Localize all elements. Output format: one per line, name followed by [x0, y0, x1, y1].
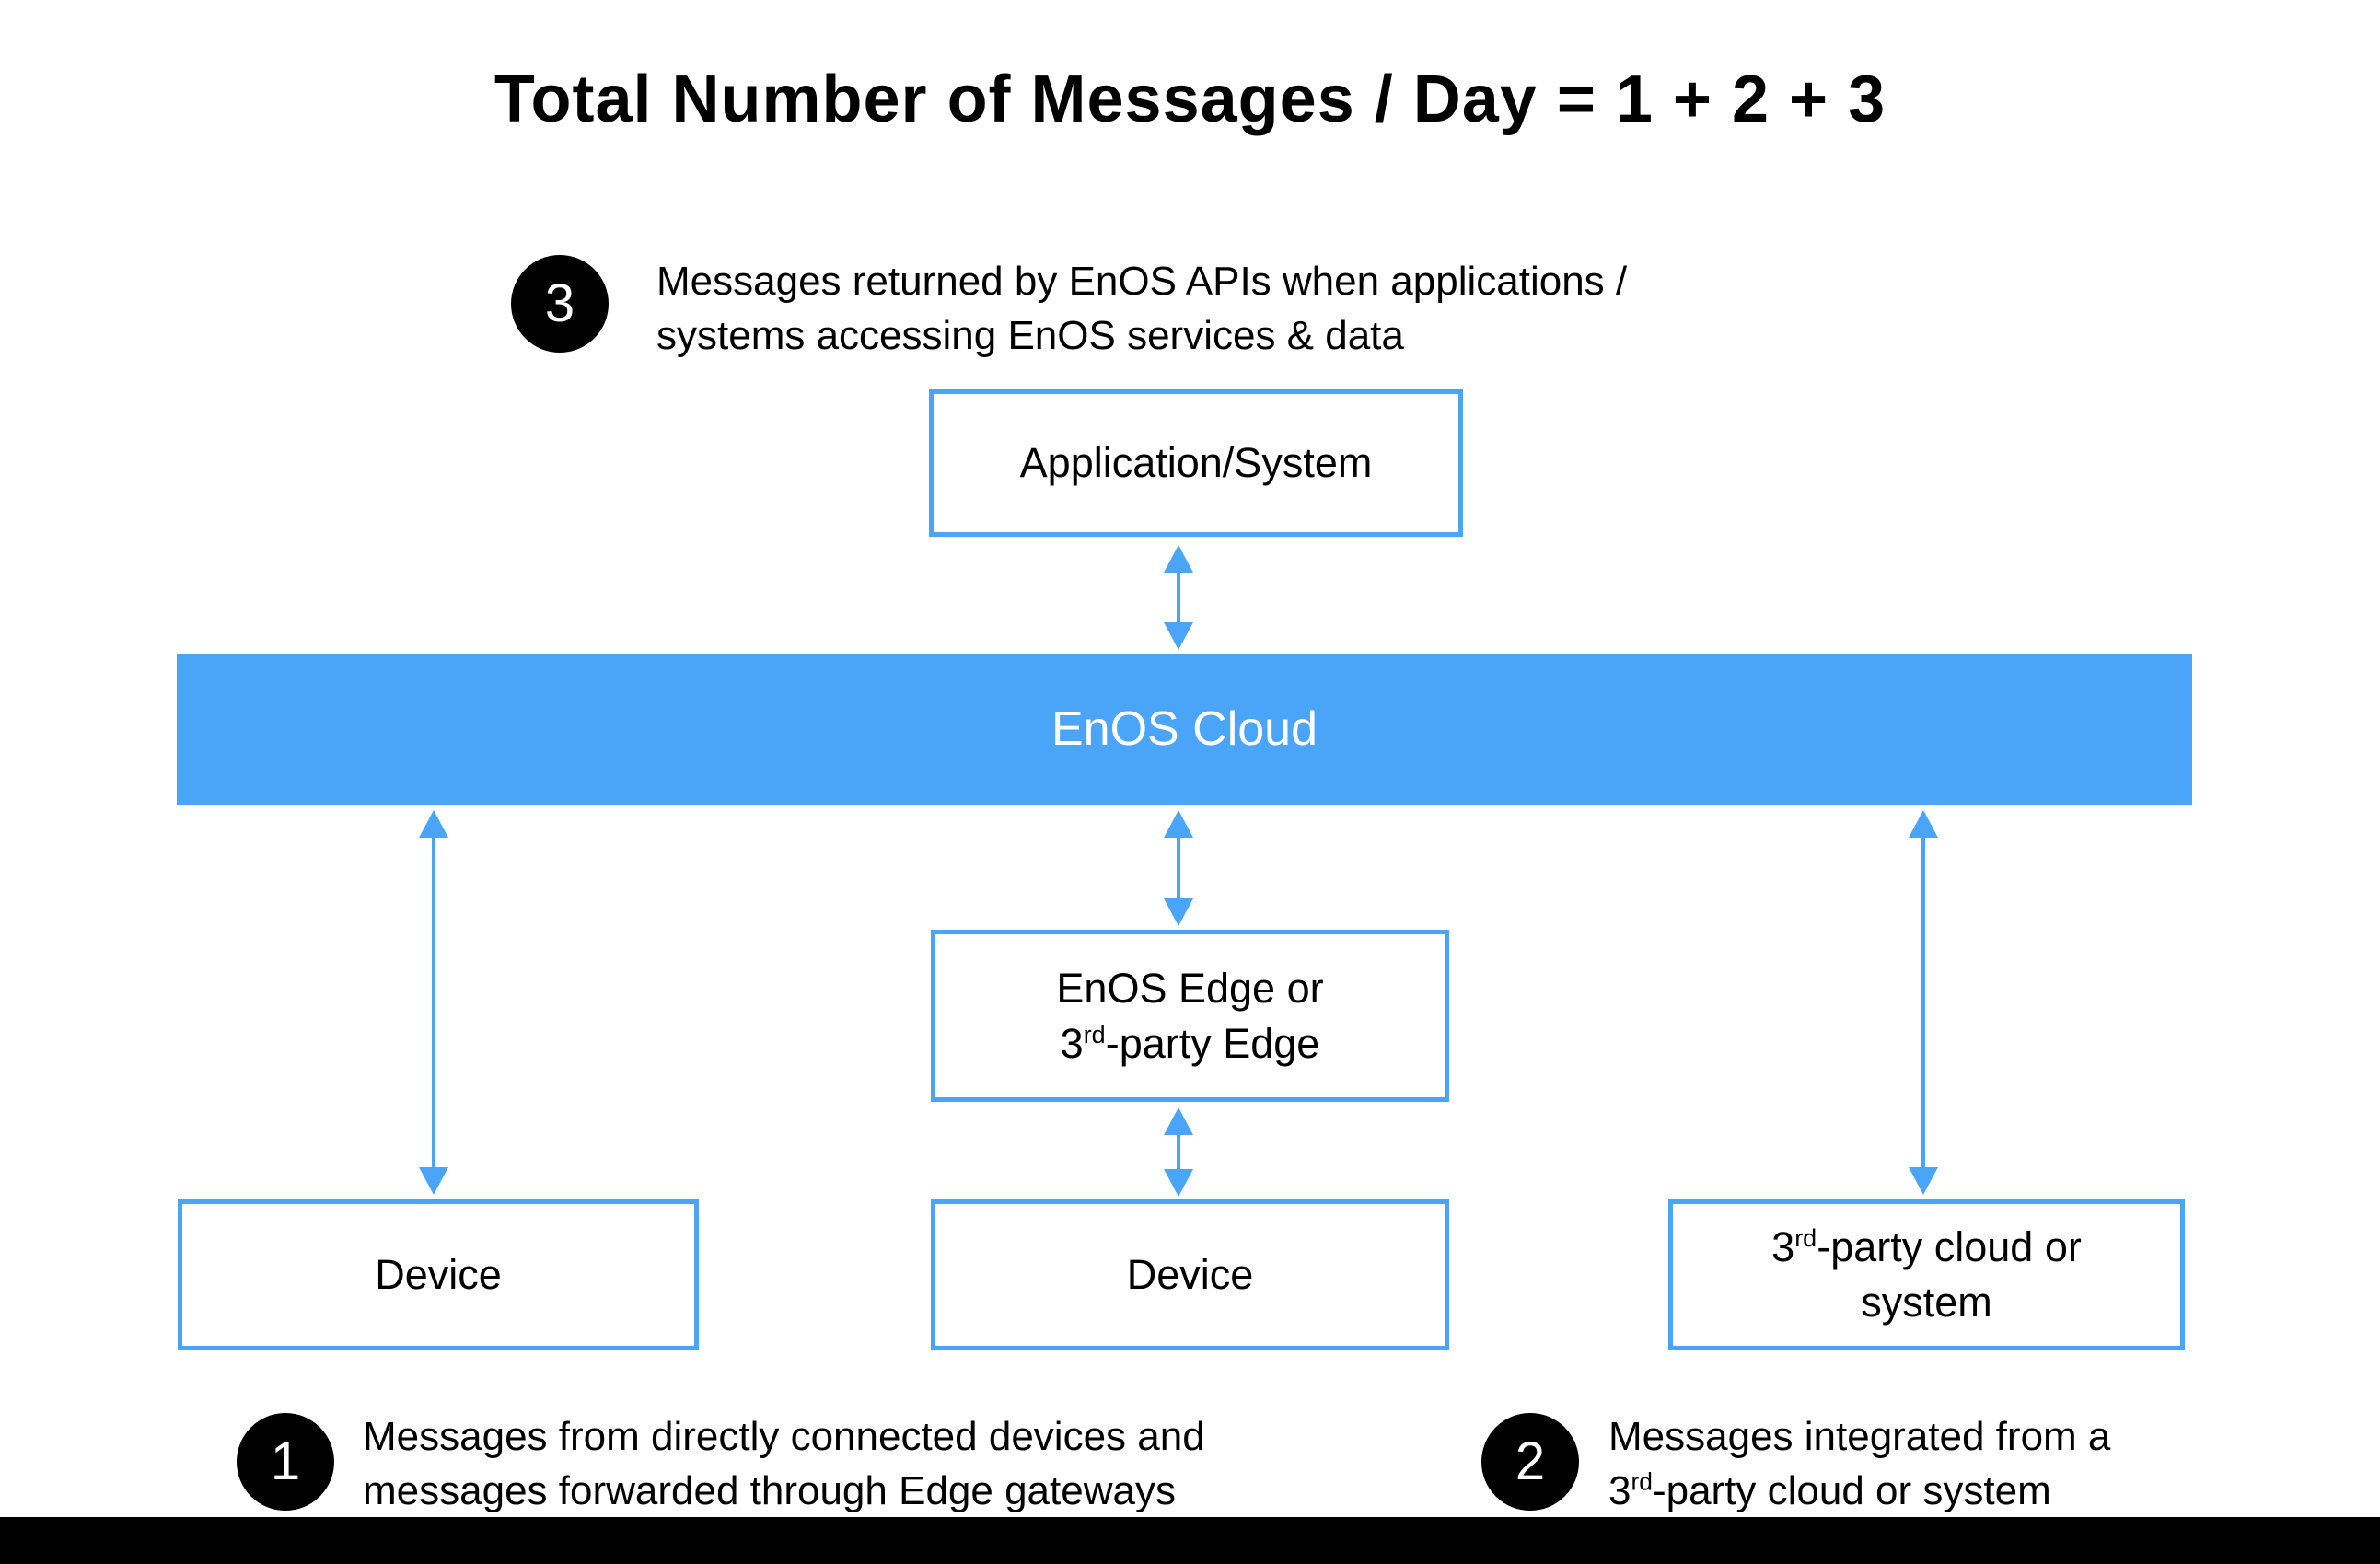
diagram-title: Total Number of Messages / Day = 1 + 2 +… [493, 63, 1887, 136]
device-left-label: Device [375, 1251, 502, 1298]
note-3-badge: 3 [511, 255, 609, 353]
note-3-line-2: systems accessing EnOS services & data [656, 313, 1404, 358]
enos-edge-label-line-2: 3rd-party Edge [1060, 1019, 1320, 1067]
note-1-badge-number: 1 [270, 1431, 301, 1491]
third-party-cloud-box: 3rd-party cloud or system [1668, 1199, 2185, 1350]
note-3-badge-number: 3 [544, 273, 575, 333]
arrow-edge-device-middle-icon [1164, 1107, 1193, 1197]
enos-cloud-bar: EnOS Cloud [177, 654, 2192, 805]
note-1-text: Messages from directly connected devices… [363, 1409, 1205, 1518]
note-3-text: Messages returned by EnOS APIs when appl… [656, 254, 1627, 363]
note-3-line-1: Messages returned by EnOS APIs when appl… [656, 259, 1628, 304]
note-2-badge-number: 2 [1515, 1431, 1546, 1491]
third-party-label-line-1: 3rd-party cloud or [1771, 1223, 2082, 1270]
note-1-line-1: Messages from directly connected devices… [363, 1414, 1205, 1459]
note-1-line-2: messages forwarded through Edge gateways [363, 1468, 1176, 1513]
device-middle-label: Device [1126, 1251, 1254, 1298]
note-1-badge: 1 [237, 1413, 334, 1511]
arrow-application-cloud-icon [1164, 545, 1193, 650]
device-box-left: Device [178, 1199, 699, 1350]
enos-edge-box: EnOS Edge or 3rd-party Edge [931, 930, 1449, 1102]
enos-cloud-label: EnOS Cloud [1051, 702, 1318, 756]
note-2-line-2: 3rd-party cloud or system [1608, 1467, 2051, 1513]
arrow-cloud-thirdparty-icon [1909, 810, 1938, 1195]
application-system-box: Application/System [929, 389, 1463, 537]
application-system-label: Application/System [1019, 439, 1373, 486]
enos-edge-label-line-1: EnOS Edge or [1056, 964, 1324, 1012]
note-2-text: Messages integrated from a 3rd-party clo… [1608, 1409, 2110, 1518]
note-2-badge: 2 [1481, 1413, 1579, 1511]
note-2-line-1: Messages integrated from a [1608, 1414, 2111, 1459]
arrow-cloud-device-left-icon [419, 810, 448, 1195]
arrow-cloud-edge-icon [1164, 810, 1193, 926]
third-party-label-line-2: system [1861, 1279, 1992, 1326]
device-box-middle: Device [931, 1199, 1449, 1350]
bottom-black-bar [0, 1517, 2380, 1564]
